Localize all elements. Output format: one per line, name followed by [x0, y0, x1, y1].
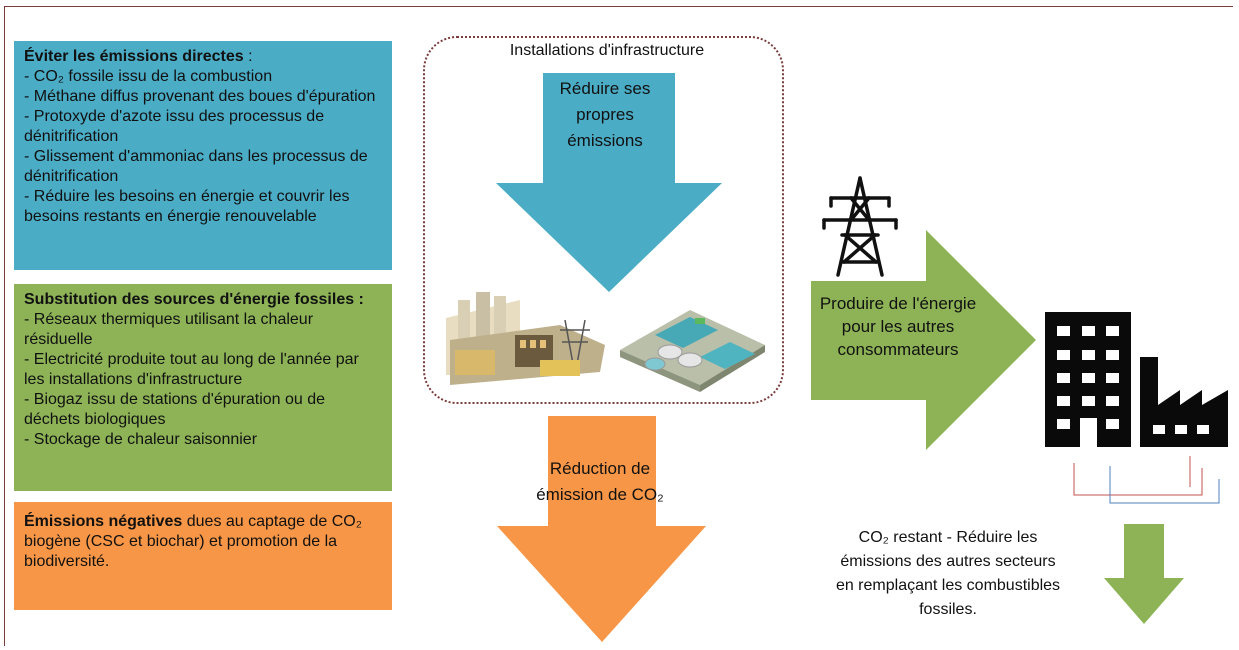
fossil-substitution-box: Substitution des sources d'énergie fossi… [14, 284, 392, 491]
list-item: - Protoxyde d'azote issu des processus d… [24, 108, 325, 145]
own-emissions-label: Réduire ses propres émissions [559, 79, 651, 150]
substitution-title: Substitution des sources d'énergie fossi… [24, 291, 364, 308]
building-icon [1045, 312, 1131, 447]
factory-icon [1140, 357, 1228, 447]
power-pylon-icon [822, 176, 898, 277]
reduction-label: Réduction de émission de CO₂ [536, 459, 664, 504]
list-item: - Réseaux thermiques utilisant la chaleu… [24, 311, 314, 348]
avoid-emissions-title-suffix: : [243, 48, 253, 65]
substitution-list: - Réseaux thermiques utilisant la chaleu… [24, 310, 382, 450]
produce-energy-label: Produire de l'énergie pour les autres co… [819, 294, 977, 359]
list-item: - Biogaz issu de stations d'épuration ou… [24, 391, 326, 428]
avoid-emissions-list: - CO₂ fossile issu de la combustion - Mé… [24, 67, 382, 227]
avoid-direct-emissions-box: Éviter les émissions directes : - CO₂ fo… [14, 41, 392, 270]
remaining-arrow [1104, 524, 1184, 624]
reduction-arrow [497, 416, 706, 642]
own-emissions-arrow [496, 73, 722, 292]
diagram-frame [4, 6, 1233, 646]
list-item: - Electricité produite tout au long de l… [24, 351, 359, 388]
infrastructure-container [423, 36, 784, 404]
list-item: - Stockage de chaleur saisonnier [24, 431, 258, 448]
list-item: - CO₂ fossile issu de la combustion [24, 68, 273, 85]
power-plant-icon [446, 292, 605, 385]
list-item: - Glissement d'ammoniac dans les process… [24, 148, 368, 185]
list-item: - Réduire les besoins en énergie et couv… [24, 188, 350, 225]
avoid-emissions-title: Éviter les émissions directes [24, 48, 244, 65]
produce-energy-arrow [811, 230, 1036, 450]
connector-lines [1073, 456, 1220, 504]
infrastructure-title: Installations d'infrastructure [509, 42, 705, 59]
negative-emissions-box: Émissions négatives dues au captage de C… [14, 502, 392, 610]
negative-emissions-title: Émissions négatives [24, 513, 183, 530]
remaining-co2-label: CO₂ restant - Réduire les émissions des … [835, 529, 1061, 618]
negative-emissions-text: dues au captage de CO₂ biogène (CSC et b… [24, 513, 362, 570]
list-item: - Méthane diffus provenant des boues d'é… [24, 88, 376, 105]
treatment-plant-icon [620, 310, 765, 392]
